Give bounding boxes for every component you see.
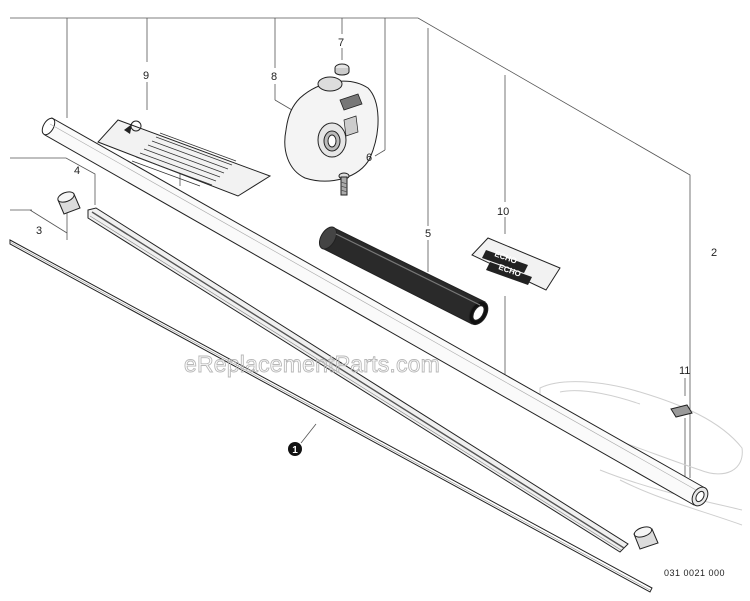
echo-decal-part: ECHO ECHO bbox=[471, 237, 561, 291]
callout-8: 8 bbox=[271, 71, 277, 83]
callout-4: 4 bbox=[74, 165, 80, 177]
plug-part bbox=[334, 63, 350, 76]
watermark-text: eReplacementParts.com bbox=[184, 351, 440, 377]
callout-7: 7 bbox=[338, 37, 344, 49]
liner-part bbox=[87, 207, 629, 553]
bushing-left bbox=[57, 191, 81, 215]
drawing-number: 031 0021 000 bbox=[664, 568, 725, 578]
warning-decal-part bbox=[97, 119, 272, 197]
drive-shaft-part bbox=[9, 239, 653, 593]
handle-bracket-part bbox=[284, 76, 379, 182]
callout-2: 2 bbox=[711, 247, 717, 259]
leader-lines bbox=[10, 17, 691, 478]
callout-11: 11 bbox=[679, 365, 690, 377]
callout-1: 1 bbox=[292, 445, 298, 456]
outer-tube-part bbox=[41, 117, 709, 507]
callout-9: 9 bbox=[143, 70, 149, 82]
small-label-part bbox=[670, 404, 693, 418]
callout-6: 6 bbox=[366, 152, 372, 164]
callout-10: 10 bbox=[497, 206, 509, 218]
callout-5: 5 bbox=[425, 228, 431, 240]
callout-3: 3 bbox=[36, 225, 42, 237]
grip-tube-part bbox=[318, 226, 489, 326]
callout-1-badge: 1 bbox=[288, 442, 302, 456]
bushing-right bbox=[633, 526, 659, 550]
screw-part bbox=[338, 172, 350, 196]
callouts: 7 9 8 6 4 3 10 5 2 11 1 bbox=[36, 37, 717, 456]
